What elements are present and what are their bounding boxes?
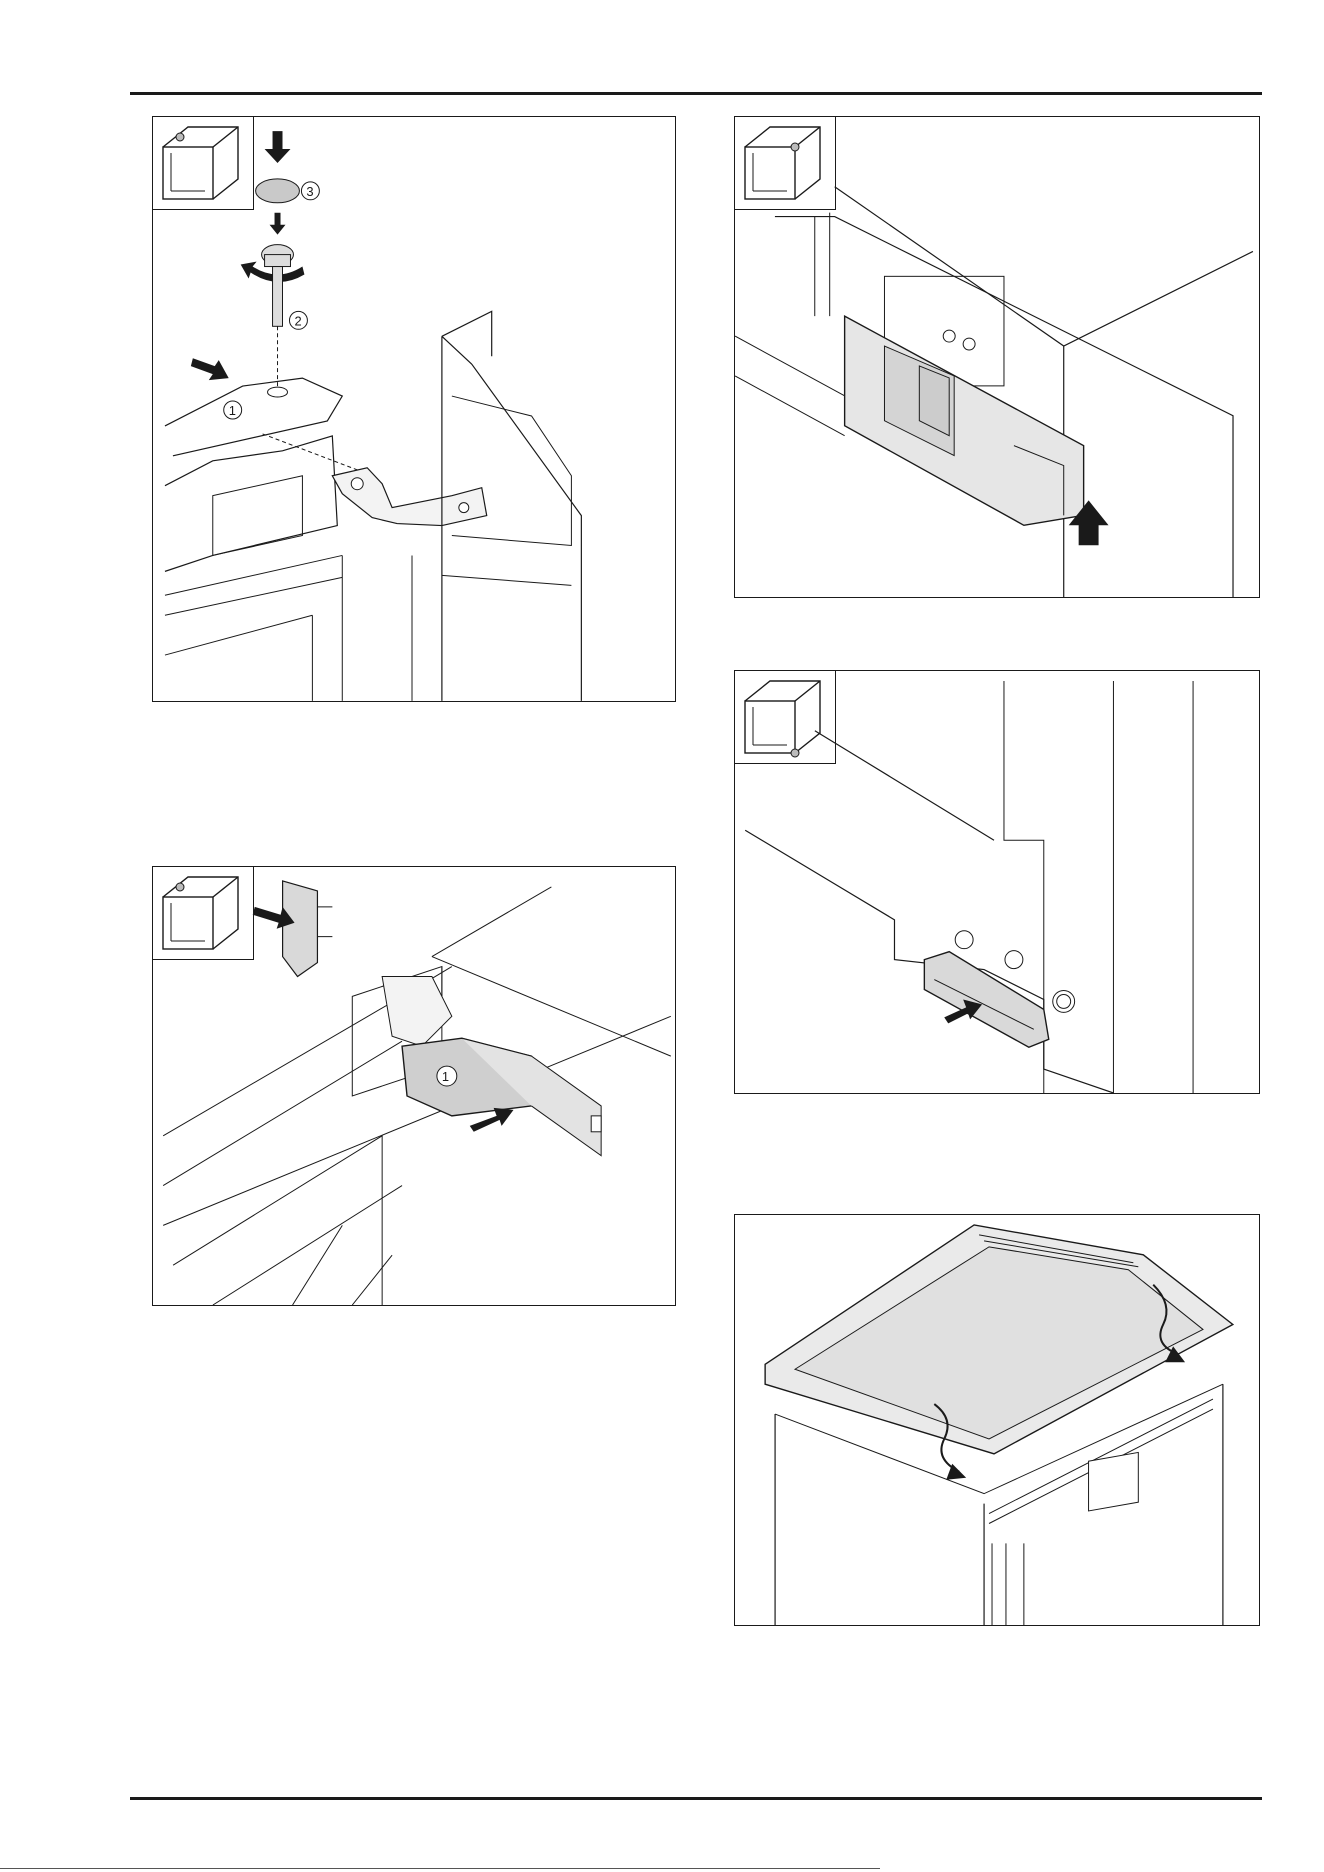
callout-2: 2 [294,313,301,328]
figure-lower-hinge-cover [734,670,1260,1094]
figure-hinge-cover-fit: 1 [152,866,676,1306]
figure-hinge-cover-slide [734,116,1260,598]
header-rule [130,92,1262,95]
footer-rule [130,1797,1262,1800]
footer-thin-rule [0,1868,880,1869]
callout-3: 3 [306,184,313,199]
callout-1: 1 [229,403,236,418]
figure-top-panel-fit [734,1214,1260,1626]
figure-hinge-pin-removal: 3 2 1 [152,116,676,702]
callout-1: 1 [442,1069,449,1084]
